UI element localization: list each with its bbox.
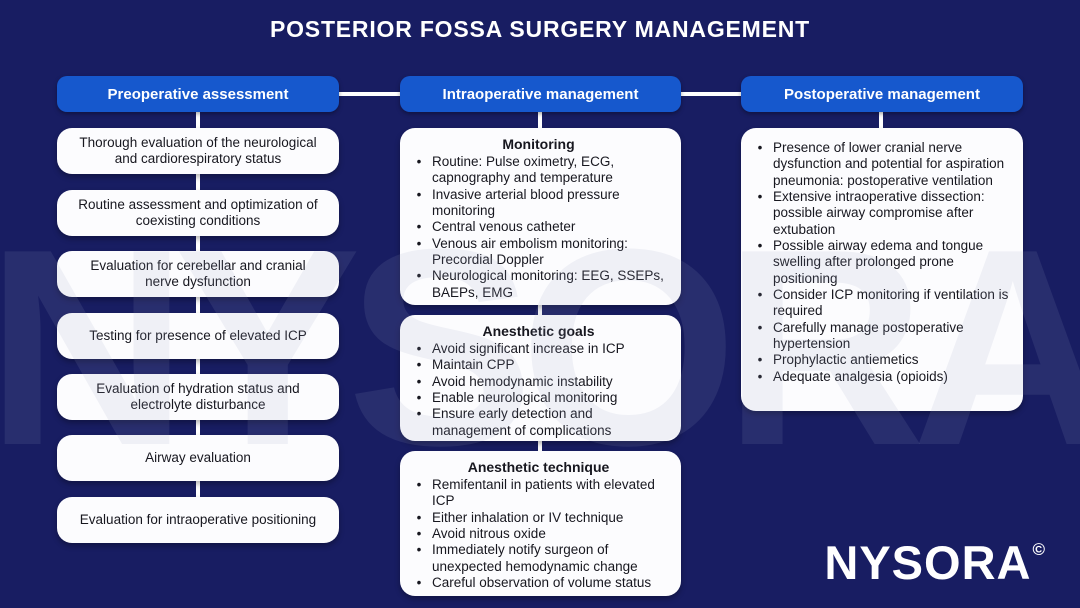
bullet-item: Adequate analgesia (opioids) bbox=[747, 369, 1013, 385]
bullet-item: Enable neurological monitoring bbox=[406, 390, 671, 406]
bullet-text: Either inhalation or IV technique bbox=[432, 509, 624, 525]
bullet-text: Routine: Pulse oximetry, ECG, capnograph… bbox=[432, 154, 615, 186]
connector-line-pre-intra bbox=[339, 92, 400, 96]
intraop-box-monitoring: Monitoring Routine: Pulse oximetry, ECG,… bbox=[400, 128, 681, 305]
preop-box-hydration-status: Evaluation of hydration status and elect… bbox=[57, 374, 339, 420]
bullet-text: Remifentanil in patients with elevated I… bbox=[432, 477, 655, 509]
bullet-text: Adequate analgesia (opioids) bbox=[773, 368, 948, 384]
postop-box-management: Presence of lower cranial nerve dysfunct… bbox=[741, 128, 1023, 411]
monitoring-bullet-list: Routine: Pulse oximetry, ECG, capnograph… bbox=[406, 154, 671, 301]
header-preoperative-assessment: Preoperative assessment bbox=[57, 76, 339, 112]
anesthetic-goals-heading: Anesthetic goals bbox=[482, 323, 595, 339]
bullet-item: Ensure early detection and management of… bbox=[406, 406, 671, 439]
bullet-text: Consider ICP monitoring if ventilation i… bbox=[773, 286, 1009, 319]
bullet-item: Immediately notify surgeon of unexpected… bbox=[406, 542, 671, 575]
bullet-item: Consider ICP monitoring if ventilation i… bbox=[747, 287, 1013, 320]
preop-box-cranial-nerve-dysfunction: Evaluation for cerebellar and cranial ne… bbox=[57, 251, 339, 297]
anesthetic-goals-bullet-list: Avoid significant increase in ICP Mainta… bbox=[406, 341, 671, 439]
preop-box-elevated-icp: Testing for presence of elevated ICP bbox=[57, 313, 339, 359]
preop-box-neurological-status: Thorough evaluation of the neurological … bbox=[57, 128, 339, 174]
bullet-item: Venous air embolism monitoring: Precordi… bbox=[406, 236, 671, 269]
preop-box-coexisting-conditions: Routine assessment and optimization of c… bbox=[57, 190, 339, 236]
anesthetic-technique-heading: Anesthetic technique bbox=[467, 459, 610, 475]
header-intraoperative-management: Intraoperative management bbox=[400, 76, 681, 112]
bullet-text: Possible airway edema and tongue swellin… bbox=[773, 237, 984, 286]
bullet-text: Venous air embolism monitoring: Precordi… bbox=[432, 235, 628, 267]
bullet-text: Maintain CPP bbox=[432, 357, 515, 373]
bullet-item: Avoid significant increase in ICP bbox=[406, 341, 671, 357]
bullet-text: Avoid nitrous oxide bbox=[432, 525, 546, 541]
bullet-text: Extensive intraoperative dissection: pos… bbox=[773, 188, 985, 237]
connector-line-preop-column bbox=[196, 111, 200, 503]
bullet-item: Neurological monitoring: EEG, SSEPs, BAE… bbox=[406, 268, 671, 301]
bullet-text: Avoid significant increase in ICP bbox=[432, 341, 625, 356]
bullet-text: Immediately notify surgeon of unexpected… bbox=[432, 542, 638, 574]
bullet-item: Careful observation of volume status bbox=[406, 575, 671, 591]
postop-bullet-list: Presence of lower cranial nerve dysfunct… bbox=[747, 140, 1013, 385]
bullet-item: Either inhalation or IV technique bbox=[406, 510, 671, 526]
header-postoperative-management: Postoperative management bbox=[741, 76, 1023, 112]
anesthetic-technique-bullet-list: Remifentanil in patients with elevated I… bbox=[406, 477, 671, 591]
intraop-box-anesthetic-technique: Anesthetic technique Remifentanil in pat… bbox=[400, 451, 681, 596]
intraop-box-anesthetic-goals: Anesthetic goals Avoid significant incre… bbox=[400, 315, 681, 441]
bullet-text: Avoid hemodynamic instability bbox=[432, 373, 613, 389]
bullet-text: Ensure early detection and management of… bbox=[432, 406, 612, 438]
bullet-text: Prophylactic antiemetics bbox=[773, 352, 919, 368]
preop-box-intraoperative-positioning: Evaluation for intraoperative positionin… bbox=[57, 497, 339, 543]
bullet-text: Neurological monitoring: EEG, SSEPs, BAE… bbox=[432, 268, 664, 300]
bullet-item: Remifentanil in patients with elevated I… bbox=[406, 477, 671, 510]
connector-line-intra-post bbox=[681, 92, 741, 96]
bullet-item: Maintain CPP bbox=[406, 357, 671, 373]
page-title: POSTERIOR FOSSA SURGERY MANAGEMENT bbox=[269, 16, 811, 42]
bullet-item: Avoid nitrous oxide bbox=[406, 526, 671, 542]
bullet-text: Careful observation of volume status bbox=[432, 574, 652, 590]
logo-copyright-icon: © bbox=[1032, 540, 1045, 559]
monitoring-heading: Monitoring bbox=[502, 136, 575, 152]
preop-box-airway-evaluation: Airway evaluation bbox=[57, 435, 339, 481]
nysora-logo: NYSORA© bbox=[824, 535, 1045, 590]
bullet-text: Central venous catheter bbox=[432, 219, 576, 235]
bullet-item: Possible airway edema and tongue swellin… bbox=[747, 238, 1013, 287]
bullet-text: Presence of lower cranial nerve dysfunct… bbox=[773, 140, 1005, 188]
connector-line-postop-column bbox=[879, 111, 883, 133]
bullet-text: Carefully manage postoperative hypertens… bbox=[773, 319, 964, 351]
bullet-text: Invasive arterial blood pressure monitor… bbox=[432, 186, 620, 218]
bullet-item: Central venous catheter bbox=[406, 219, 671, 235]
bullet-item: Invasive arterial blood pressure monitor… bbox=[406, 187, 671, 220]
bullet-item: Extensive intraoperative dissection: pos… bbox=[747, 189, 1013, 238]
bullet-item: Prophylactic antiemetics bbox=[747, 352, 1013, 368]
logo-text: NYSORA bbox=[824, 536, 1032, 589]
bullet-item: Routine: Pulse oximetry, ECG, capnograph… bbox=[406, 154, 671, 187]
bullet-item: Avoid hemodynamic instability bbox=[406, 374, 671, 390]
bullet-text: Enable neurological monitoring bbox=[432, 389, 618, 405]
bullet-item: Presence of lower cranial nerve dysfunct… bbox=[747, 140, 1013, 189]
bullet-item: Carefully manage postoperative hypertens… bbox=[747, 320, 1013, 353]
